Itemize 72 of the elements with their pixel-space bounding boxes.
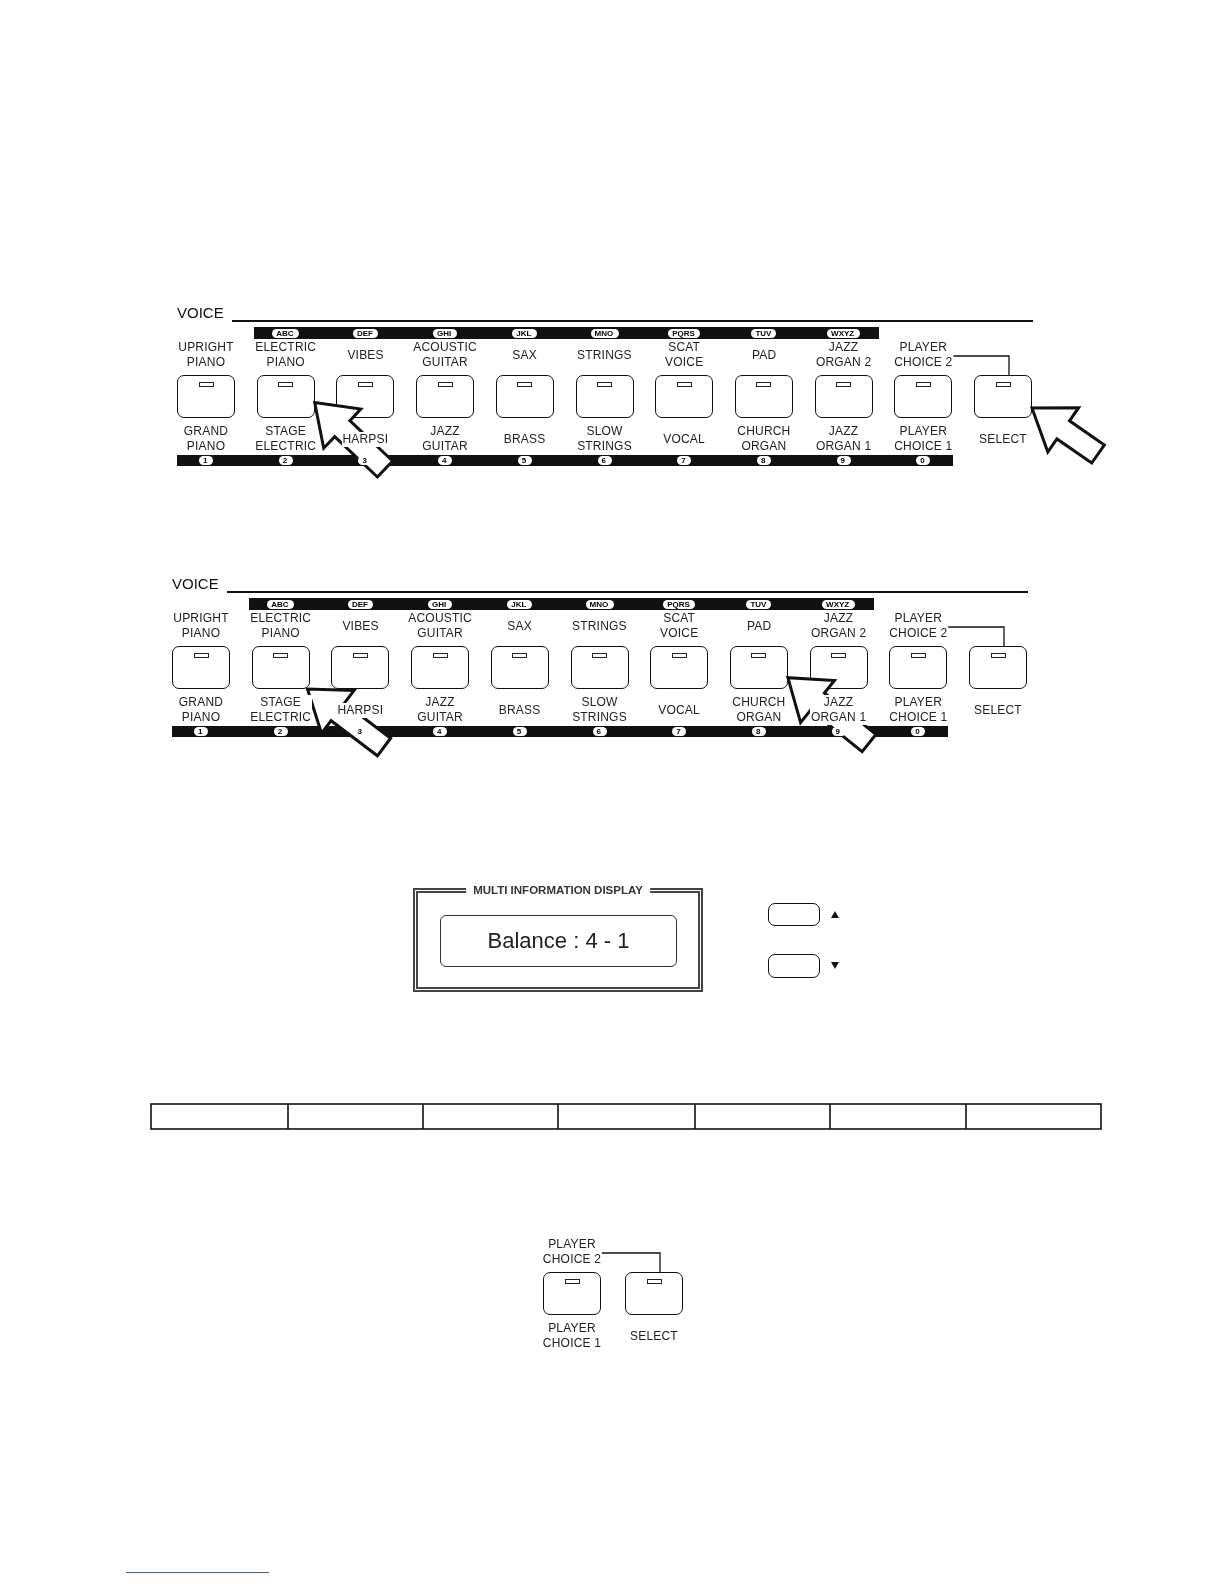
section-heading: VOICE [177,304,224,322]
panel-button [172,646,230,689]
button-label: JAZZ ORGAN 1 [810,695,868,725]
panel-button [416,375,475,418]
panel-button [974,375,1032,418]
key-letter-tag: DEF [352,328,378,338]
panel-button [495,375,554,418]
panel-button [543,1272,601,1315]
panel-button [650,646,709,689]
panel-button [331,646,390,689]
panel-button [570,646,629,689]
button-label: HARPSI [342,431,389,447]
key-letter-tag: MNO [585,599,614,609]
key-letter-tag: JKL [507,599,533,609]
key-letter-tag: DEF [347,599,373,609]
key-number-tag: 7 [677,456,692,465]
key-number-tag: 8 [756,456,771,465]
key-number-tag: 8 [751,727,766,736]
section-heading: VOICE [172,575,219,593]
panel-button [411,646,470,689]
key-letter-tag: PQRS [668,328,701,338]
key-number-tag: 0 [916,456,931,465]
key-letter-tag: GHI [433,328,458,338]
panel-button [814,375,873,418]
panel-button [969,646,1027,689]
key-letter-tag: ABC [272,328,300,338]
key-number-tag: 9 [831,727,846,736]
leader-line [601,1252,661,1273]
panel-button [177,375,235,418]
lcd-readout: Balance : 4 - 1 [487,928,630,954]
panel-button [625,1272,683,1315]
leader-line [952,355,1010,376]
down-button [768,954,820,978]
block-arrow [1029,406,1107,466]
key-number-tag: 2 [273,727,288,736]
key-number-tag: 4 [438,456,453,465]
panel-button [655,375,714,418]
lcd-screen [440,915,677,967]
key-number-tag: 4 [433,727,448,736]
panel-button [734,375,793,418]
up-button [768,903,820,926]
panel-button [256,375,315,418]
key-letter-tag: TUV [751,328,777,338]
block-arrow [305,687,393,758]
display-title: MULTI INFORMATION DISPLAY [466,883,650,897]
block-arrow [785,676,878,754]
key-number-tag: 2 [278,456,293,465]
key-number-tag: 5 [512,727,527,736]
panel-button [894,375,953,418]
key-number-tag: 6 [597,456,612,465]
key-number-tag: 0 [911,727,926,736]
key-letter-tag: WXYZ [827,328,861,338]
button-label: HARPSI [337,702,384,718]
key-letter-tag: WXYZ [822,599,856,609]
key-letter-tag: MNO [590,328,619,338]
leader-line [947,626,1005,647]
key-letter-tag: TUV [746,599,772,609]
panel-button [729,646,788,689]
key-number-tag: 1 [199,456,213,465]
key-number-tag: 7 [672,727,687,736]
key-letter-tag: JKL [512,328,538,338]
panel-button [251,646,310,689]
key-letter-tag: PQRS [663,599,696,609]
key-number-tag: 1 [194,727,208,736]
panel-button [490,646,549,689]
panel-button [575,375,634,418]
key-number-tag: 6 [592,727,607,736]
panel-button [889,646,948,689]
key-number-tag: 5 [517,456,532,465]
key-number-tag: 9 [836,456,851,465]
key-letter-tag: ABC [267,599,295,609]
key-letter-tag: GHI [428,599,453,609]
